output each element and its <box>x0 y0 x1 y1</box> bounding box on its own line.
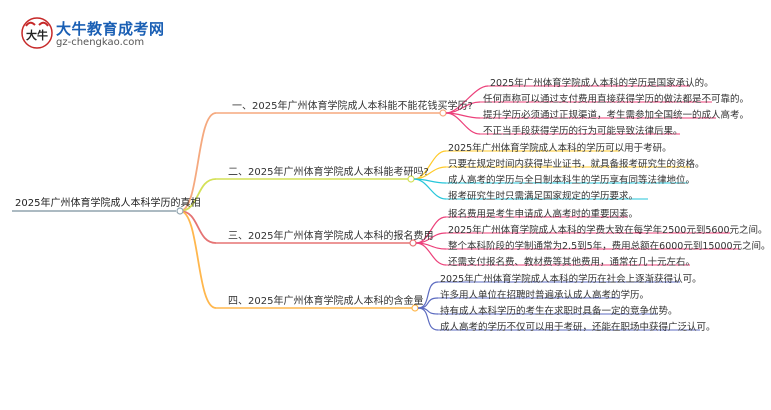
branch-label-4: 四、2025年广州体育学院成人本科的含金量 <box>228 296 424 307</box>
leaf-2-2: 只要在规定时间内获得毕业证书，就具备报考研究生的资格。 <box>448 159 705 170</box>
leaf-connector-4-4 <box>417 307 439 331</box>
leaf-1-1: 2025年广州体育学院成人本科的学历是国家承认的。 <box>490 78 714 89</box>
root-node-label: 2025年广州体育学院成人本科学历的真相 <box>15 198 201 209</box>
leaf-connector-1-4 <box>445 112 481 135</box>
branch-connector-1 <box>179 112 217 212</box>
branch-connector-2 <box>179 178 217 212</box>
root-node <box>176 207 184 215</box>
svg-text:大牛: 大牛 <box>26 28 48 42</box>
leaf-1-3: 提升学历必须通过正规渠道，考生需参加全国统一的成人高考。 <box>483 110 750 121</box>
branch-connector-4 <box>179 210 217 309</box>
leaf-2-3: 成人高考的学历与全日制本科生的学历享有同等法律地位。 <box>448 175 696 186</box>
leaf-4-4: 成人高考的学历不仅可以用于考研，还能在职场中获得广泛认可。 <box>440 322 716 333</box>
leaf-connector-2-4 <box>413 178 447 200</box>
leaf-4-1: 2025年广州体育学院成人本科的学历在社会上逐渐获得认可。 <box>440 274 702 285</box>
site-logo[interactable]: 大牛 大牛教育成考网 gz-chengkao.com <box>20 16 170 52</box>
branch-label-1: 一、2025年广州体育学院成人本科能不能花钱买学历? <box>232 101 473 112</box>
leaf-4-2: 许多用人单位在招聘时普遍承认成人高考的学历。 <box>440 290 650 301</box>
leaf-3-2: 2025年广州体育学院成人本科的学费大致在每学年2500元到5600元之间。 <box>448 225 768 236</box>
leaf-connector-3-4 <box>415 242 447 266</box>
branch-label-2: 二、2025年广州体育学院成人本科能考研吗? <box>228 167 429 178</box>
bull-logo-icon: 大牛 <box>21 17 53 49</box>
leaf-3-4: 还需支付报名费、教材费等其他费用，通常在几十元左右。 <box>448 257 696 268</box>
leaf-2-1: 2025年广州体育学院成人本科的学历可以用于考研。 <box>448 143 672 154</box>
leaf-3-1: 报名费用是考生申请成人高考时的重要因素。 <box>448 209 639 220</box>
logo-title: 大牛教育成考网 <box>56 20 165 38</box>
leaf-3-3: 整个本科阶段的学制通常为2.5到5年，费用总额在6000元到15000元之间。 <box>448 241 771 252</box>
leaf-4-3: 持有成人本科学历的考生在求职时具备一定的竞争优势。 <box>440 306 678 317</box>
leaf-1-2: 任何声称可以通过支付费用直接获得学历的做法都是不可靠的。 <box>483 94 750 105</box>
branch-label-3: 三、2025年广州体育学院成人本科的报名费用 <box>228 231 434 242</box>
leaf-2-4: 报考研究生时只需满足国家规定的学历要求。 <box>448 191 639 202</box>
branch-connector-3 <box>179 210 217 244</box>
leaf-1-4: 不正当手段获得学历的行为可能导致法律后果。 <box>483 126 683 137</box>
mindmap-connectors <box>12 85 740 331</box>
logo-url: gz-chengkao.com <box>56 37 145 48</box>
